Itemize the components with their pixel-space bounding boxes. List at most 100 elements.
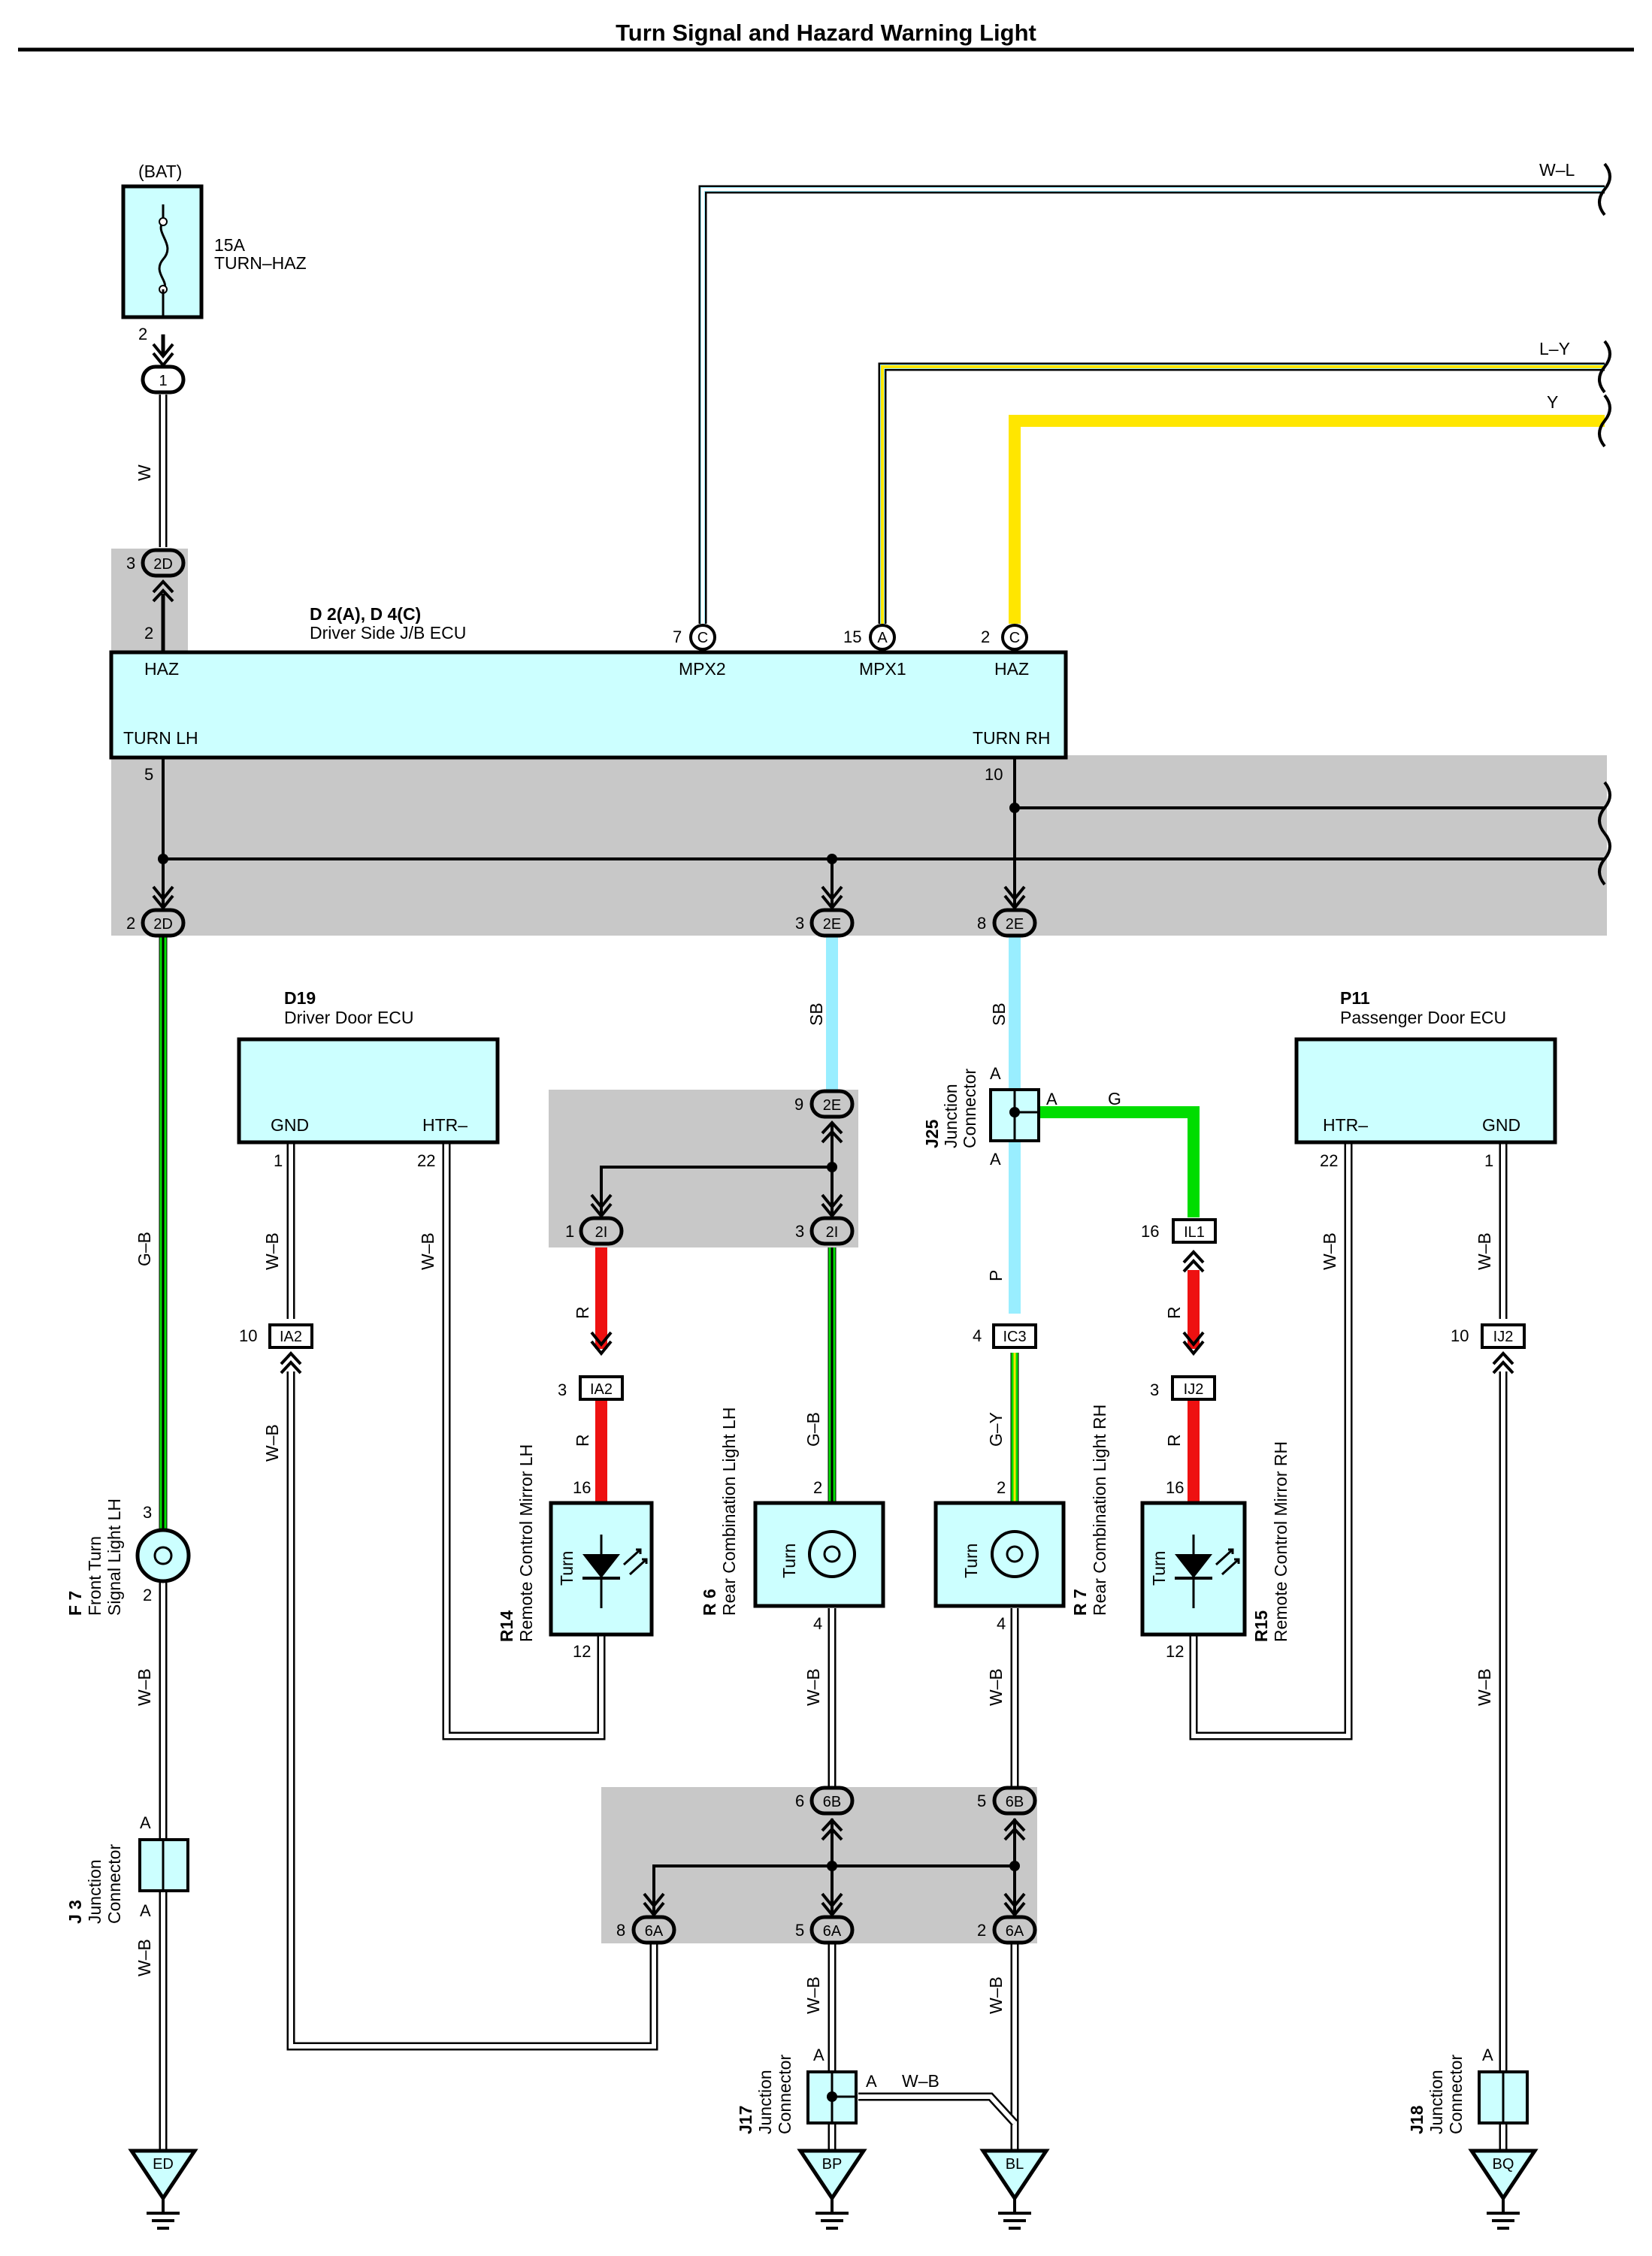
svg-text:W–B: W–B	[986, 1668, 1006, 1706]
svg-text:12: 12	[573, 1642, 591, 1661]
wire-label-w-l: W–L	[1539, 160, 1575, 180]
svg-text:W–B: W–B	[1475, 1668, 1494, 1706]
svg-text:1: 1	[274, 1151, 283, 1170]
svg-text:3: 3	[143, 1503, 152, 1522]
svg-text:Junction: Junction	[941, 1084, 961, 1148]
connector-6b-right: 5 6B	[977, 1786, 1037, 1841]
connector-ij2-right: 10 IJ2	[1451, 1323, 1526, 1374]
wire-label-g: G	[1108, 1089, 1121, 1108]
driver-door-ecu: D19 Driver Door ECU GND HTR– 1 22	[237, 988, 500, 1170]
wire-label-g-y: G–Y	[986, 1412, 1006, 1447]
ecu-top-terminals: 7 C 15 A 2 C	[673, 624, 1028, 651]
svg-text:W–B: W–B	[1475, 1232, 1494, 1270]
svg-text:2: 2	[813, 1478, 822, 1497]
svg-text:2E: 2E	[1006, 916, 1024, 933]
svg-text:2: 2	[997, 1478, 1006, 1497]
svg-text:ED: ED	[153, 2156, 174, 2173]
svg-text:16: 16	[1166, 1478, 1184, 1497]
svg-text:1: 1	[1484, 1151, 1493, 1170]
svg-text:P11: P11	[1340, 988, 1370, 1008]
svg-text:6A: 6A	[1006, 1923, 1024, 1940]
svg-text:16: 16	[1141, 1222, 1159, 1241]
rear-combination-light-rh: 2 Turn 4 R 7 Rear Combination Light RH	[933, 1405, 1109, 1633]
connector-6a-right: 2 6A	[977, 1915, 1037, 1945]
svg-text:R: R	[1164, 1306, 1184, 1319]
junction-connector-j25: A A A J25 Junction Connector	[922, 1064, 1057, 1169]
svg-text:22: 22	[417, 1151, 435, 1170]
svg-text:Turn: Turn	[1149, 1551, 1169, 1586]
svg-text:22: 22	[1320, 1151, 1338, 1170]
svg-text:J18: J18	[1407, 2105, 1427, 2134]
svg-text:J25: J25	[922, 1119, 942, 1148]
svg-text:12: 12	[1166, 1642, 1184, 1661]
svg-text:9: 9	[794, 1095, 803, 1114]
svg-text:HTR–: HTR–	[422, 1115, 467, 1135]
svg-text:2D: 2D	[153, 916, 173, 933]
svg-text:J17: J17	[736, 2106, 755, 2134]
svg-text:IJ2: IJ2	[1493, 1329, 1514, 1345]
svg-text:Junction: Junction	[85, 1859, 104, 1924]
svg-text:3: 3	[795, 914, 804, 933]
svg-text:MPX1: MPX1	[859, 659, 906, 679]
ground-bl: BL	[979, 2149, 1050, 2230]
svg-text:F 7: F 7	[65, 1591, 85, 1616]
connector-2d-bottom: 2 2D	[126, 908, 186, 938]
connector-ic3: 4 IC3	[973, 1323, 1037, 1349]
svg-text:6A: 6A	[645, 1923, 664, 1940]
svg-text:Remote Control Mirror RH: Remote Control Mirror RH	[1271, 1441, 1290, 1642]
svg-text:BP: BP	[822, 2156, 843, 2173]
svg-text:GND: GND	[1482, 1115, 1520, 1135]
connector-6b-left: 6 6B	[795, 1786, 855, 1841]
svg-text:IJ2: IJ2	[1184, 1381, 1204, 1398]
connector-2e-right: 8 2E	[977, 908, 1037, 938]
svg-text:2: 2	[981, 628, 990, 646]
wire-label-w: W	[135, 464, 154, 481]
connector-6a-left: 8 6A	[616, 1915, 676, 1945]
svg-text:R: R	[573, 1434, 592, 1447]
remote-control-mirror-rh: 16 Turn 12 R15 Remote Control Mirror RH	[1140, 1441, 1290, 1661]
svg-text:G–B: G–B	[803, 1412, 823, 1447]
svg-text:C: C	[1009, 630, 1020, 646]
ground-bp: BP	[797, 2149, 867, 2230]
fuse-turn-haz: (BAT) 15A TURN–HAZ 2	[121, 162, 307, 343]
svg-text:W–B: W–B	[262, 1424, 282, 1462]
svg-text:GND: GND	[271, 1115, 309, 1135]
svg-text:W–B: W–B	[803, 1668, 823, 1706]
svg-text:2E: 2E	[823, 916, 841, 933]
svg-text:W–B: W–B	[135, 1939, 154, 1976]
svg-text:D 2(A), D 4(C): D 2(A), D 4(C)	[310, 604, 421, 624]
svg-text:2: 2	[144, 624, 153, 643]
svg-text:15A: 15A	[214, 235, 246, 255]
svg-text:3: 3	[558, 1381, 567, 1399]
svg-text:10: 10	[985, 765, 1003, 784]
svg-text:5: 5	[977, 1792, 986, 1810]
svg-text:R15: R15	[1251, 1610, 1271, 1642]
svg-text:A: A	[140, 1813, 151, 1832]
driver-side-jb-ecu: D 2(A), D 4(C) Driver Side J/B ECU HAZ M…	[109, 604, 1068, 784]
svg-text:2: 2	[138, 325, 147, 343]
svg-text:2I: 2I	[826, 1224, 839, 1241]
svg-text:8: 8	[616, 1921, 625, 1940]
svg-text:4: 4	[973, 1326, 982, 1345]
svg-text:3: 3	[126, 554, 135, 573]
wire-break-marks	[1598, 162, 1611, 886]
svg-text:A: A	[1482, 2046, 1493, 2064]
svg-text:Turn: Turn	[557, 1551, 576, 1586]
svg-text:R 6: R 6	[700, 1589, 719, 1616]
svg-text:Passenger Door ECU: Passenger Door ECU	[1340, 1008, 1506, 1027]
svg-text:(BAT): (BAT)	[138, 162, 182, 181]
svg-text:Turn: Turn	[961, 1544, 981, 1578]
wire-label-l-y: L–Y	[1539, 339, 1570, 358]
svg-text:Rear Combination Light RH: Rear Combination Light RH	[1090, 1405, 1109, 1616]
svg-text:Connector: Connector	[1446, 2055, 1466, 2134]
svg-text:C: C	[697, 630, 708, 646]
svg-text:TURN RH: TURN RH	[973, 728, 1051, 748]
svg-text:HAZ: HAZ	[994, 659, 1029, 679]
svg-text:IA2: IA2	[590, 1381, 613, 1398]
svg-text:6A: 6A	[823, 1923, 842, 1940]
connector-2i-right: 3 2I	[795, 1216, 855, 1246]
svg-text:8: 8	[977, 914, 986, 933]
svg-text:W–B: W–B	[803, 1976, 823, 2014]
svg-text:Driver Side J/B ECU: Driver Side J/B ECU	[310, 623, 466, 643]
